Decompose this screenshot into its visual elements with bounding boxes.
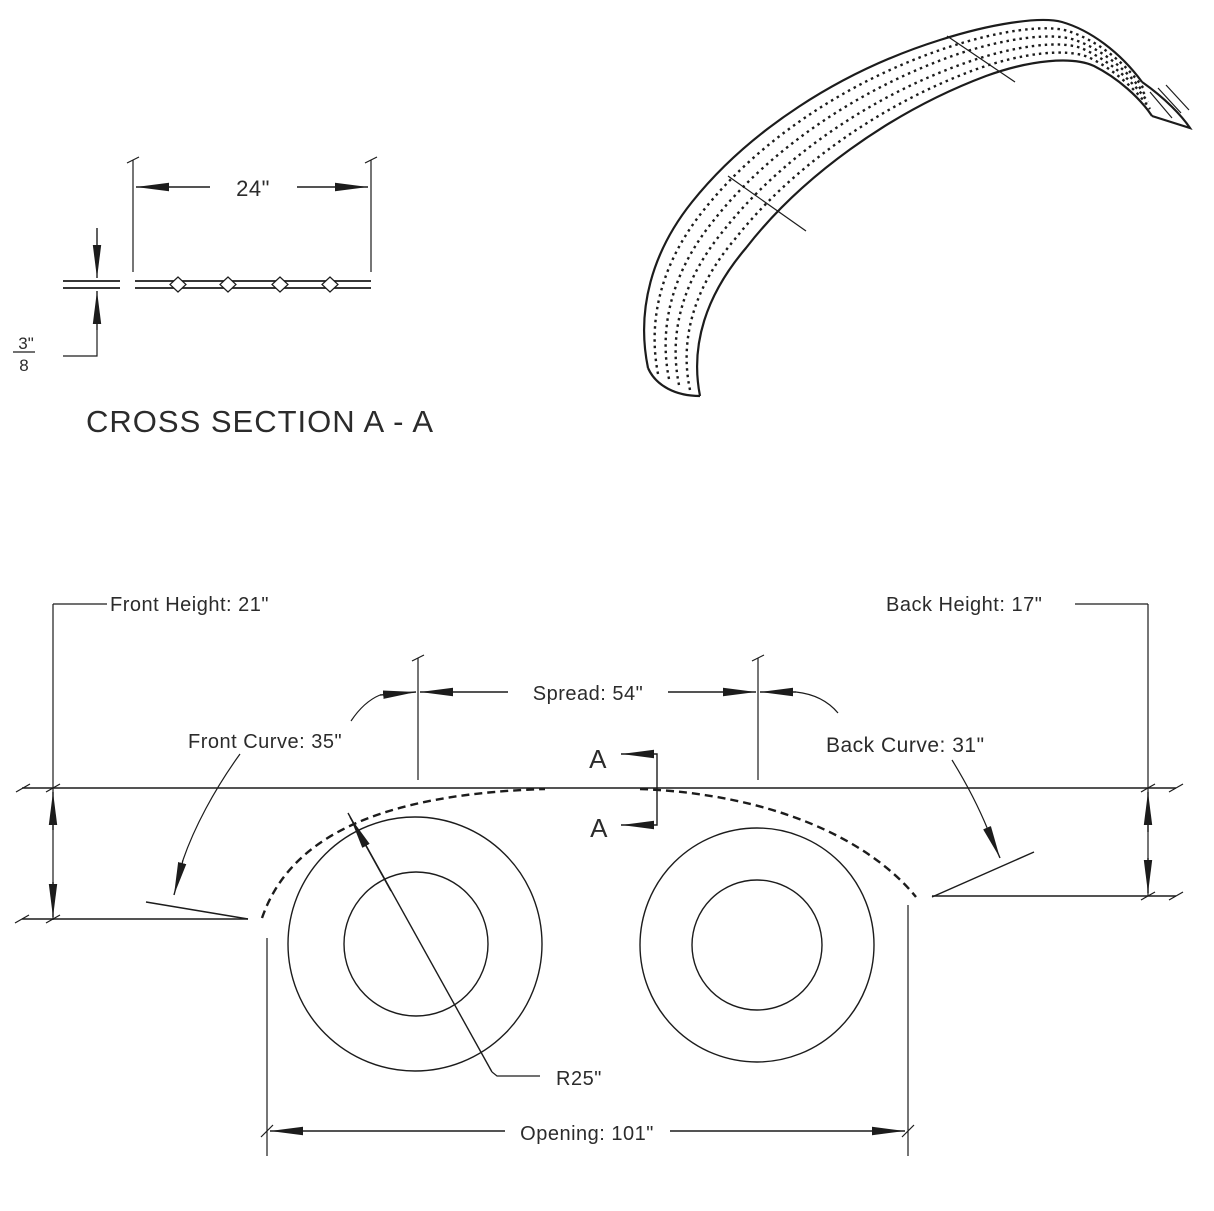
dim-tick — [411, 654, 425, 662]
section-label-bottom: A — [590, 813, 608, 843]
dim-24-tick — [126, 156, 140, 164]
cross-section-title: CROSS SECTION A - A — [86, 404, 434, 439]
dim-tick — [260, 1124, 274, 1138]
back-curve-label: Back Curve: 31" — [826, 734, 985, 757]
iso-tip-hatch — [1149, 91, 1173, 119]
front-fender-arc — [260, 787, 546, 919]
end-tick — [1168, 783, 1184, 793]
front-wheel-outer-circle — [287, 816, 543, 1072]
iso-tip-outline — [1141, 81, 1193, 130]
dim-tick — [45, 914, 61, 924]
radius-leader-elbow — [491, 1071, 540, 1077]
iso-end-cap — [646, 367, 701, 398]
front-curve-arrow — [173, 859, 187, 896]
front-wheel-inner-circle — [343, 871, 489, 1017]
dim-tick — [1140, 891, 1156, 901]
iso-joint-line — [946, 35, 1016, 83]
back-wheel-inner-circle — [691, 879, 823, 1011]
iso-tip-hatch — [1157, 87, 1182, 114]
dim-tick — [901, 1124, 915, 1138]
back-height-label: Back Height: 17" — [886, 594, 1042, 616]
rib-bump — [321, 276, 339, 293]
thickness-numerator: 3" — [18, 334, 34, 353]
front-curve-label: Front Curve: 35" — [188, 731, 342, 753]
iso-tip-hatch — [1165, 84, 1190, 111]
section-label-top: A — [589, 744, 607, 774]
radius-arrow — [349, 816, 392, 892]
dim-tick — [1140, 783, 1156, 793]
dim-tick — [45, 783, 61, 793]
rib-bump — [169, 276, 187, 293]
rib-bump — [219, 276, 237, 293]
back-curve-leader — [951, 759, 989, 831]
iso-joint-line — [727, 175, 807, 232]
iso-edge-top — [643, 18, 1143, 369]
thickness-denominator: 8 — [19, 356, 28, 375]
end-tick — [15, 783, 31, 793]
back-curve-upper-leader — [795, 691, 839, 714]
iso-rib-line — [674, 43, 1149, 386]
back-wheel-outer-circle — [639, 827, 875, 1063]
isometric-view — [643, 18, 1193, 398]
iso-rib-line — [664, 35, 1147, 380]
end-tick — [1168, 891, 1184, 901]
front-curve-upper-arrow — [379, 690, 417, 699]
back-tangent-line — [931, 851, 1035, 898]
back-curve-arrow — [983, 826, 1001, 859]
end-tick — [14, 914, 30, 924]
iso-rib-line — [653, 27, 1145, 375]
dim-24-label: 24" — [236, 176, 270, 201]
rib-bump — [271, 276, 289, 293]
dim-24-tick — [364, 156, 378, 164]
back-fender-arc — [639, 787, 917, 898]
iso-edge-bottom — [696, 59, 1153, 397]
thickness-leader — [63, 330, 98, 357]
front-height-label: Front Height: 21" — [110, 594, 269, 616]
opening-label: Opening: 101" — [520, 1123, 654, 1145]
radius-label: R25" — [556, 1068, 602, 1090]
iso-rib-line — [685, 51, 1151, 391]
spread-label: Spread: 54" — [533, 683, 643, 705]
front-curve-upper-leader — [350, 694, 381, 722]
front-curve-leader — [182, 753, 241, 861]
cross-section-view: 24" 3" 8 CROSS SECTION A - A — [13, 156, 434, 439]
dim-tick — [751, 654, 765, 662]
front-tangent-line — [145, 901, 249, 920]
side-view: Front Height: 21" Back Height: 17" Sprea… — [14, 594, 1184, 1156]
